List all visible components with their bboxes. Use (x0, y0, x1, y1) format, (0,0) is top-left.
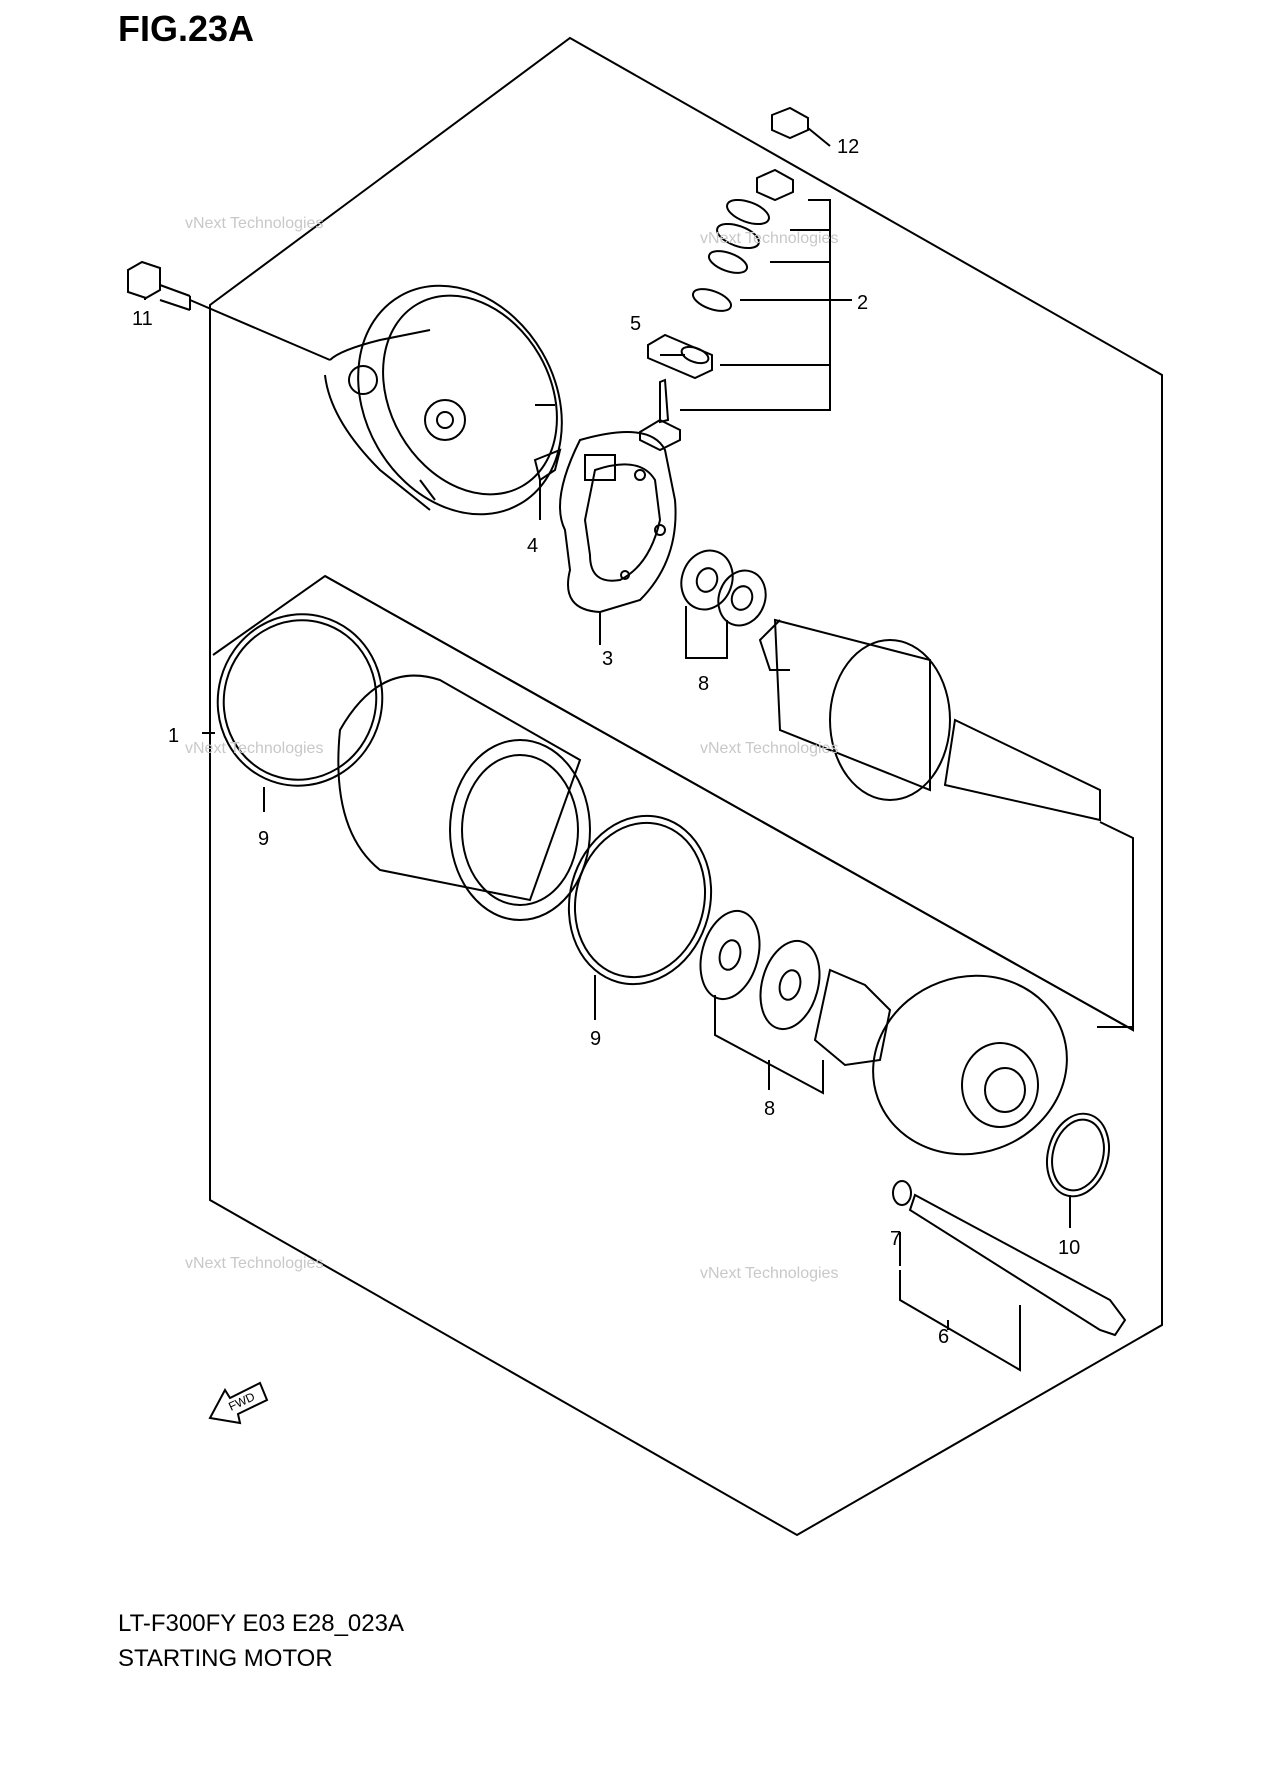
front-bracket (872, 974, 1068, 1156)
callout-12: 12 (837, 136, 859, 158)
figure-caption: STARTING MOTOR (118, 1645, 333, 1672)
clip-4 (533, 448, 562, 482)
callout-2: 2 (857, 292, 868, 314)
terminal-stack (639, 106, 809, 452)
callout-4: 4 (527, 535, 538, 557)
washer-8-d (759, 939, 821, 1031)
callout-10: 10 (1058, 1237, 1080, 1259)
brush-plate (559, 431, 677, 614)
through-bolt (908, 1193, 1127, 1337)
callout-11: 11 (132, 308, 153, 330)
washer-8-c (699, 909, 761, 1001)
o-ring-9-left (216, 613, 384, 787)
figure-title: FIG.23A (118, 8, 255, 49)
callout-8-lower: 8 (764, 1098, 775, 1120)
yoke (337, 674, 591, 921)
callout-9-center: 9 (590, 1028, 601, 1050)
callout-6: 6 (938, 1326, 949, 1348)
o-ring-9-center (567, 814, 713, 986)
callout-8-upper: 8 (698, 673, 709, 695)
lock-plate (813, 968, 892, 1067)
o-ring-10 (1046, 1112, 1110, 1198)
callout-3: 3 (602, 648, 613, 670)
callout-1: 1 (168, 725, 179, 747)
end-cover (324, 284, 563, 516)
armature (758, 618, 1101, 822)
fwd-arrow: FWD (208, 1381, 269, 1425)
assembly-frame (209, 36, 1163, 1537)
callout-9-left: 9 (258, 828, 269, 850)
washer-7 (892, 1180, 912, 1206)
washer-8-a (680, 549, 734, 611)
washer-8-b (717, 569, 767, 627)
callout-5: 5 (630, 313, 641, 335)
callout-7: 7 (890, 1228, 901, 1250)
bolt-11 (127, 260, 331, 361)
model-code: LT-F300FY E03 E28_023A (118, 1610, 404, 1637)
